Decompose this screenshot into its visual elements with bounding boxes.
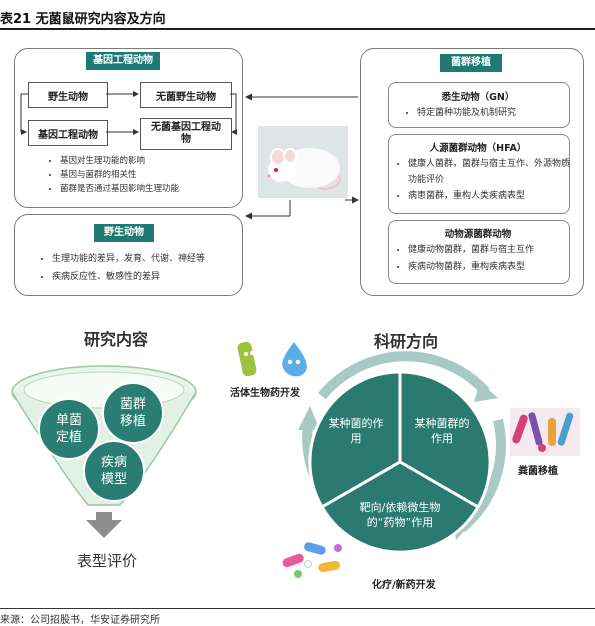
research-heading: 研究内容 (83, 330, 148, 349)
germfree-ge-box: 无菌基因工程动 物 (140, 118, 232, 150)
phenotype-label: 表型评价 (76, 552, 137, 570)
seg2-l2: 作用 (431, 432, 453, 445)
segment-strain-role: 某种菌的作 用 (318, 416, 394, 446)
wild-bullets: 生理功能的差异，发育、代谢、神经等 疾病反应性、敏感性的差异 (40, 250, 252, 286)
wild-bullet-1: 生理功能的差异，发育、代谢、神经等 (52, 250, 252, 268)
gut-bacteria-image (510, 408, 580, 456)
segment-drug-role: 靶向/依赖微生物 的“药物”作用 (338, 500, 462, 530)
hfa-card (388, 134, 570, 214)
chemo-drug-label: 化疗/新药开发 (372, 580, 436, 591)
direction-heading: 科研方向 (373, 332, 438, 351)
animal-title: 动物源菌群动物 (444, 229, 512, 240)
single-strain-l1: 单菌 (55, 413, 82, 428)
ge-bullet-1: 基因对生理功能的影响 (60, 154, 250, 168)
ge-animal-box: 基因工程动物 (28, 120, 108, 146)
animal-bullet-1: 健康动物菌群，菌群与宿主互作 (408, 242, 578, 259)
hfa-bullet-2: 病患菌群，重构人类疾病表型 (408, 188, 576, 204)
seg1-l2: 用 (350, 432, 362, 445)
animal-card (388, 220, 570, 284)
microbe-characters-icon (237, 341, 307, 377)
germfree-ge-label-1: 无菌基因工程动 (151, 122, 221, 133)
gn-title: 悉生动物（GN） (441, 92, 515, 103)
circle-disease-model: 疾病 模型 (83, 440, 145, 502)
single-strain-l2: 定植 (55, 430, 82, 445)
ge-bullets: 基因对生理功能的影响 基因与菌群的相关性 菌群是否通过基因影响生理功能 (48, 154, 250, 196)
transplant-badge: 菌群移植 (440, 54, 502, 72)
gn-bullets: 特定菌种功能及机制研究 (405, 106, 577, 120)
white-mouse-icon (258, 126, 348, 198)
fecal-transplant-label: 粪菌移植 (518, 466, 558, 477)
ge-badge: 基因工程动物 (86, 52, 160, 70)
source-note: 来源：公司招股书，华安证券研究所 (0, 615, 160, 626)
germfree-ge-label-2: 物 (181, 134, 191, 145)
mouse-photo (258, 126, 348, 198)
wild-badge: 野生动物 (94, 224, 154, 242)
gn-card (388, 82, 570, 128)
hfa-bullet-1: 健康人菌群，菌群与宿主互作、外源物质功能评价 (408, 156, 576, 188)
animal-bullet-2: 疾病动物菌群，重构疾病表型 (408, 259, 578, 276)
germfree-wild-box: 无菌野生动物 (140, 82, 232, 108)
pills-icon (282, 542, 342, 578)
transplant-l1: 菌群 (119, 397, 146, 412)
seg3-l2: 的“药物”作用 (366, 516, 434, 529)
live-biotherapeutic-label: 活体生物药开发 (230, 388, 300, 399)
animal-bullets: 健康动物菌群，菌群与宿主互作 疾病动物菌群，重构疾病表型 (396, 242, 578, 276)
transplant-l2: 移植 (119, 414, 146, 429)
ge-animal-label: 基因工程动物 (38, 129, 98, 141)
footer-rule (0, 608, 595, 609)
seg1-l1: 某种菌的作 (328, 417, 384, 430)
wild-animal-box: 野生动物 (28, 82, 108, 108)
ge-bullet-3: 菌群是否通过基因影响生理功能 (60, 182, 250, 196)
hfa-title: 人源菌群动物（HFA） (429, 143, 527, 154)
germfree-wild-label: 无菌野生动物 (156, 91, 216, 103)
segment-flora-role: 某种菌群的 作用 (404, 416, 480, 446)
circle-microbiota-transplant: 菌群 移植 (102, 382, 164, 444)
title-rule (0, 28, 595, 30)
ge-bullet-2: 基因与菌群的相关性 (60, 168, 250, 182)
wild-animal-label: 野生动物 (48, 91, 88, 103)
seg2-l1: 某种菌群的 (414, 417, 470, 430)
figure-title: 表21 无菌鼠研究内容及方向 (0, 12, 166, 27)
wild-bullet-2: 疾病反应性、敏感性的差异 (52, 268, 252, 286)
hfa-bullets: 健康人菌群，菌群与宿主互作、外源物质功能评价 病患菌群，重构人类疾病表型 (396, 156, 576, 204)
seg3-l1: 靶向/依赖微生物 (359, 501, 441, 514)
gn-bullet-1: 特定菌种功能及机制研究 (417, 106, 577, 120)
disease-l2: 模型 (100, 472, 127, 487)
disease-l1: 疾病 (100, 455, 127, 470)
